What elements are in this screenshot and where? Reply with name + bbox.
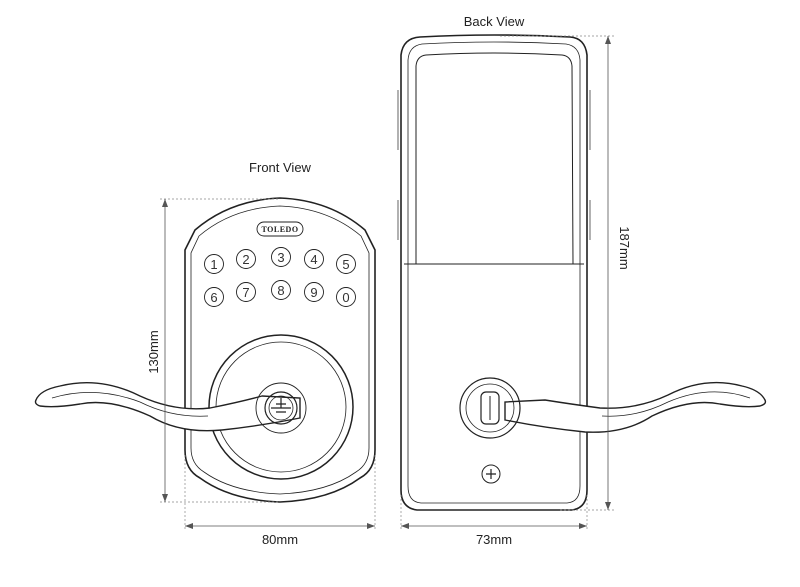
front-height-dimension: 130mm xyxy=(146,198,280,503)
svg-text:4: 4 xyxy=(310,252,317,267)
back-view: Back View xyxy=(397,14,767,547)
keypad-key[interactable]: 8 xyxy=(271,280,291,300)
screw-icon xyxy=(481,464,501,484)
front-view: Front View TOLEDO 1 2 3 xyxy=(34,160,376,547)
back-height-dimension: 187mm xyxy=(500,35,632,511)
key-cylinder xyxy=(255,382,307,434)
svg-text:2: 2 xyxy=(242,252,249,267)
svg-text:0: 0 xyxy=(342,290,349,305)
back-height-label: 187mm xyxy=(617,226,632,269)
keypad-key[interactable]: 2 xyxy=(236,249,256,269)
keypad-key[interactable]: 0 xyxy=(336,287,356,307)
front-width-label: 80mm xyxy=(262,532,298,547)
keypad-key[interactable]: 9 xyxy=(304,282,324,302)
svg-text:7: 7 xyxy=(242,285,249,300)
keypad-key[interactable]: 7 xyxy=(236,282,256,302)
front-view-title: Front View xyxy=(249,160,312,175)
svg-text:3: 3 xyxy=(277,250,284,265)
back-lever-handle[interactable] xyxy=(504,381,767,433)
front-width-dimension: 80mm xyxy=(184,455,376,547)
svg-text:9: 9 xyxy=(310,285,317,300)
back-view-title: Back View xyxy=(464,14,525,29)
brand-logo: TOLEDO xyxy=(256,221,304,237)
thumb-turn[interactable] xyxy=(459,377,521,439)
svg-text:1: 1 xyxy=(210,257,217,272)
front-lever-handle[interactable] xyxy=(34,382,301,432)
back-width-dimension: 73mm xyxy=(400,495,588,547)
front-height-label: 130mm xyxy=(146,330,161,373)
keypad-key[interactable]: 3 xyxy=(271,247,291,267)
back-width-label: 73mm xyxy=(476,532,512,547)
keypad-key[interactable]: 4 xyxy=(304,249,324,269)
keypad: 1 2 3 4 5 6 7 xyxy=(204,247,356,307)
keypad-key[interactable]: 5 xyxy=(336,254,356,274)
keypad-key[interactable]: 6 xyxy=(204,287,224,307)
svg-text:8: 8 xyxy=(277,283,284,298)
svg-text:5: 5 xyxy=(342,257,349,272)
keypad-key[interactable]: 1 xyxy=(204,254,224,274)
back-housing xyxy=(397,34,591,511)
front-escutcheon xyxy=(184,197,376,503)
brand-logo-text: TOLEDO xyxy=(261,225,298,234)
svg-text:6: 6 xyxy=(210,290,217,305)
